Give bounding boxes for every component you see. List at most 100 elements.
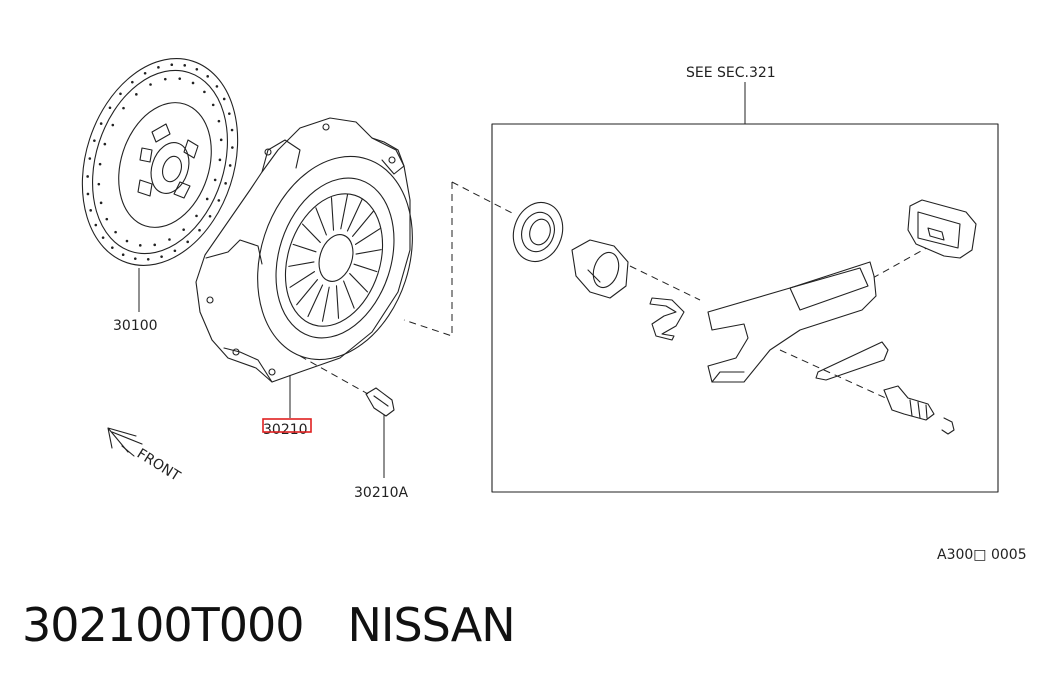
disc-rivet [114,230,117,234]
disc-rivet [191,81,195,85]
diaphragm-finger [321,286,330,322]
disc-rivet [228,164,232,167]
disc-rivet [138,244,142,247]
part-footer: 302100T000 NISSAN [22,598,559,652]
disc-rivet [119,92,122,96]
highlight-box [262,418,312,433]
assembly-line-dust [779,349,891,401]
disc-rivet [88,157,92,160]
disc-rivet [146,258,150,261]
disc-rivet [173,249,177,253]
disc-rivet [149,83,152,86]
diaphragm-finger [296,279,319,306]
diaphragm-finger [289,271,316,288]
disc-rivet [178,77,182,80]
disc-rivet [86,192,90,196]
disc-rivet [99,122,103,125]
disc-rivet [157,66,160,69]
disc-rivet [228,112,231,115]
disc-rivet [122,106,125,110]
disc-rivet [131,80,134,84]
disc-rivet [224,182,227,185]
diaphragm-finger [355,249,382,255]
brand-name: NISSAN [347,598,516,652]
retainer-clip-drawing [649,297,685,341]
callout-30100[interactable]: 30100 [113,318,158,334]
bolt-drawing [365,387,395,417]
disc-rivet [153,243,157,247]
front-label: FRONT [134,446,183,485]
disc-rivet [105,217,109,221]
disc-rivet [217,119,221,123]
retainer-spring-drawing [815,341,889,381]
diaphragm-finger [315,207,327,236]
disc-rivet [217,199,221,202]
disc-rivet [183,64,187,67]
disc-rivet [186,240,189,244]
diaphragm-finger [354,228,381,245]
disc-rivet [89,209,92,212]
disc-rivet [133,257,137,260]
diaphragm-finger [335,285,340,319]
disc-rivet [111,123,115,127]
diaphragm-finger [346,198,363,232]
diaphragm-finger [351,210,374,237]
callout-30210[interactable]: 30210 [263,422,308,438]
diaphragm-finger [340,194,349,230]
disc-rivet [163,77,167,81]
disc-rivet [98,162,102,166]
see-section-label: SEE SEC.321 [686,65,776,81]
disc-rivet [198,228,201,232]
diaphragm-finger [353,263,378,273]
disc-rivet [143,71,147,75]
diaphragm-finger [301,223,321,243]
assembly-line-bearing-top [451,181,515,215]
diaphragm-finger [330,197,335,231]
release-group-box [491,123,999,493]
assembly-line-bolt [299,355,369,395]
disc-rivet [108,106,112,110]
disc-rivet [222,97,226,101]
disc-rivet [111,246,114,249]
disc-rivet [86,175,89,178]
disc-rivet [182,228,185,231]
disc-rivet [215,85,219,88]
disc-rivet [195,214,198,218]
disc-rivet [195,67,199,71]
release-lever-drawing [707,261,877,383]
assembly-line-lever [629,265,701,301]
release-bearing-drawing [512,201,564,263]
part-number: 302100T000 [22,598,304,652]
diagram-code: A300□ 0005 [937,547,1027,563]
assembly-line-bearing [403,182,453,337]
disc-rivet [208,214,212,218]
disc-rivet [121,253,125,257]
diaphragm-finger [288,261,315,267]
disc-rivet [203,90,206,94]
disc-rivet [211,103,215,107]
diaphragm-finger [349,273,369,293]
front-arrow-icon [107,427,143,457]
disc-rivet [135,93,138,96]
release-sleeve-drawing [571,239,629,299]
disc-rivet [125,239,129,243]
disc-rivet [213,178,217,182]
clutch-disc-drawing [81,58,239,266]
diaphragm-finger [307,284,324,318]
disc-rivet [160,255,163,258]
disc-rivet [101,236,105,239]
disc-rivet [231,146,234,149]
callout-30210a[interactable]: 30210A [354,485,409,501]
disc-rivet [93,139,96,142]
pivot-stud-drawing [883,385,955,435]
diaphragm-finger [343,280,355,309]
diaphragm-finger [292,243,317,253]
disc-rivet [218,158,222,162]
clutch-cover-drawing [195,117,413,383]
disc-rivet [99,201,103,205]
dust-boot-drawing [907,199,977,259]
clutch-exploded-diagram: SEE SEC.321 30100 30210 30210A A300□ 000… [81,58,1027,563]
disc-rivet [219,138,223,142]
disc-rivet [94,223,98,227]
disc-rivet [206,75,209,78]
